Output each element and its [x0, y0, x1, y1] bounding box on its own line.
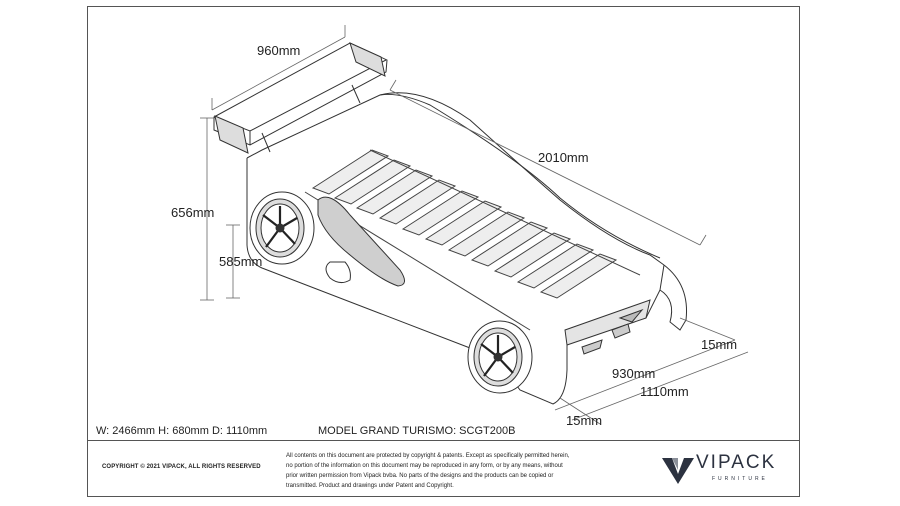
- legal-notice: All contents on this document are protec…: [286, 451, 636, 491]
- legal-line: All contents on this document are protec…: [286, 453, 570, 459]
- overall-dimensions-text: W: 2466mm H: 680mm D: 1110mm: [96, 425, 268, 437]
- front-grille: [564, 299, 651, 355]
- brand-tagline: FURNITURE: [712, 476, 768, 482]
- legal-line: no portion of the information on this do…: [286, 463, 563, 469]
- drawing-sheet-border: [87, 6, 800, 497]
- dimension-outer-width: 1110mm: [640, 384, 689, 399]
- dimension-side-height: 585mm: [219, 254, 263, 269]
- spoiler-wing: [213, 42, 388, 154]
- dimension-spoiler-width: 960mm: [257, 43, 301, 58]
- side-window-decal: [317, 196, 405, 287]
- dimension-panel-thickness-front: 15mm: [701, 337, 738, 352]
- legal-line: prior written permission from Vipack bvb…: [286, 473, 554, 479]
- front-wheel: [467, 320, 533, 394]
- dimension-total-length: 2010mm: [538, 150, 589, 165]
- dimension-lines: [200, 25, 749, 425]
- copyright-notice: COPYRIGHT © 2021 VIPACK, ALL RIGHTS RESE…: [102, 464, 261, 470]
- footer-divider: [87, 440, 800, 441]
- brand-name: VIPACK: [696, 452, 777, 473]
- legal-line: transmitted. Product and drawings under …: [286, 483, 454, 489]
- vipack-logo-icon: [662, 458, 694, 484]
- rear-wheel: [249, 191, 315, 265]
- dimension-total-height: 656mm: [171, 205, 215, 220]
- model-name-text: MODEL GRAND TURISMO: SCGT200B: [318, 425, 516, 437]
- dimension-panel-thickness-side: 15mm: [566, 413, 603, 428]
- dimension-inner-width: 930mm: [612, 366, 656, 381]
